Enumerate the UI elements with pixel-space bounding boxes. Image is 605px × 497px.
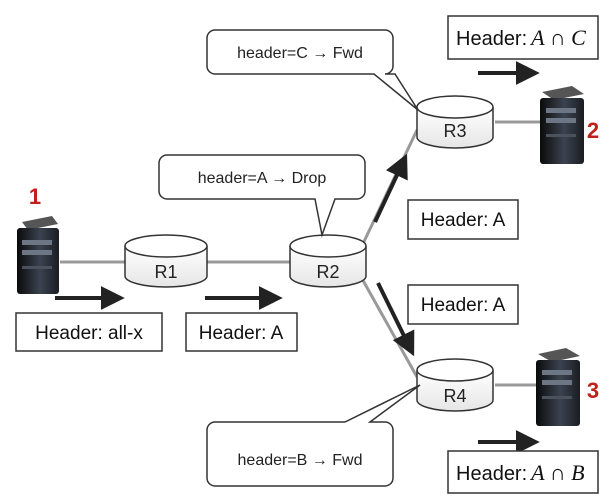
arrow-to-r4: [376, 282, 415, 357]
host-2-number: 2: [587, 118, 599, 143]
callout-r4-rule: header=B → Fwd: [206, 384, 421, 487]
host-1-number: 1: [29, 184, 41, 209]
callout-r2-text: header=A → Drop: [198, 170, 327, 187]
header-box-r1-out: Header: A: [185, 312, 298, 352]
output-host3-formula: A ∩ B: [529, 460, 584, 485]
link-r2-r4: [358, 274, 419, 378]
callout-r2-rule: header=A → Drop: [158, 154, 366, 238]
router-r4: R4: [416, 358, 494, 412]
router-r1-label: R1: [154, 262, 177, 282]
output-host3-text: Header: A ∩ B: [456, 460, 585, 485]
router-r2-label: R2: [316, 262, 339, 282]
callout-r3-text: header=C → Fwd: [237, 45, 363, 62]
callout-r3-rule: header=C → Fwd: [206, 29, 419, 111]
output-host2-formula: A ∩ C: [529, 25, 586, 50]
header-box-r2-to-r3: Header: A: [407, 199, 519, 240]
server-icon-host-1: [17, 216, 59, 294]
router-r4-label: R4: [443, 386, 466, 406]
output-host3-prefix: Header:: [456, 463, 527, 485]
header-box-host1-out: Header: all-x: [15, 312, 163, 352]
router-r3: R3: [416, 95, 494, 149]
arrow-to-r3: [373, 153, 408, 223]
host-3-number: 3: [587, 378, 599, 403]
router-r3-label: R3: [443, 121, 466, 141]
output-box-host3: Header: A ∩ B: [447, 450, 599, 494]
header-box-r2-to-r4: Header: A: [407, 284, 519, 325]
flow-arrows: [55, 61, 540, 454]
server-icon-host-2: [540, 86, 584, 164]
header-host1-out-text: Header: all-x: [35, 323, 143, 344]
router-r2: R2: [289, 234, 367, 288]
server-icon-host-3: [536, 348, 580, 426]
callout-r4-text: header=B → Fwd: [238, 452, 363, 469]
output-host2-text: Header: A ∩ C: [456, 25, 586, 50]
header-r1-out-text: Header: A: [199, 323, 284, 344]
header-r2-to-r3-text: Header: A: [421, 210, 506, 231]
output-host2-prefix: Header:: [456, 28, 527, 50]
output-box-host2: Header: A ∩ C: [447, 15, 599, 60]
header-r2-to-r4-text: Header: A: [421, 295, 506, 316]
router-r1: R1: [124, 234, 208, 288]
